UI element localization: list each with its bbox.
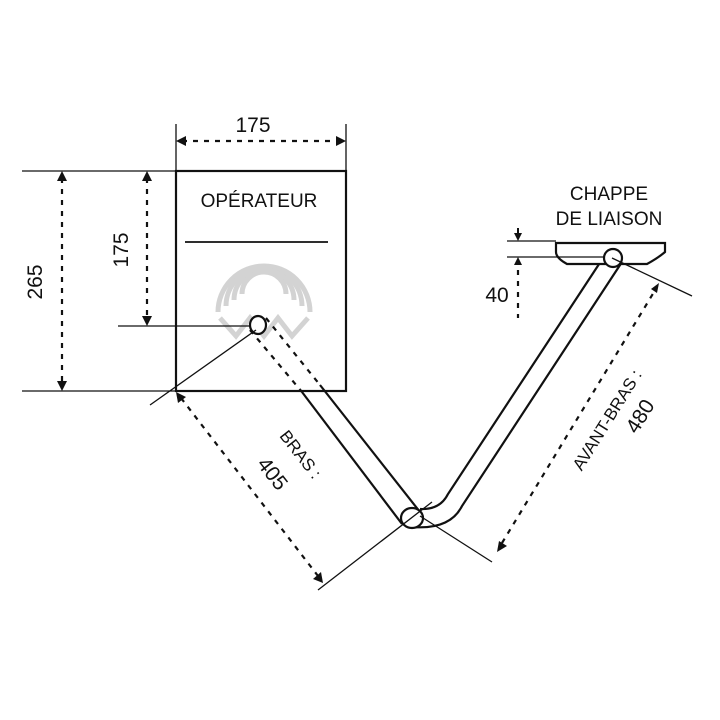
bracket (554, 241, 667, 269)
arm-hidden-edge (249, 329, 303, 393)
operator-box (174, 169, 348, 393)
arm-hidden-edge (265, 317, 321, 386)
arrow-up-icon (57, 171, 67, 181)
arrow-down-icon (142, 316, 152, 326)
arrow-up-icon (514, 257, 522, 265)
operator-pivot (248, 314, 268, 336)
arm-edge (319, 384, 421, 513)
arm-extension-end (317, 501, 433, 591)
arrow-down-icon (57, 381, 67, 391)
arrow-down-icon (514, 233, 522, 241)
forearm-edge (411, 261, 623, 529)
bracket-label-line2: DE LIAISON (556, 209, 663, 230)
operator-pivot-height-value: 175 (110, 232, 133, 267)
arrow-left-icon (176, 136, 186, 146)
arm-extension-start (149, 329, 257, 406)
arm-dimension-line (180, 397, 319, 577)
arrow-up-icon (651, 283, 659, 293)
arrow-up-icon (142, 171, 152, 181)
operator-width-value: 175 (235, 114, 270, 137)
arm (248, 314, 421, 525)
operator-total-height-value: 265 (24, 264, 47, 299)
arrow-up-icon (176, 392, 186, 403)
brand-logo-watermark (215, 263, 313, 341)
bracket-label-line1: CHAPPE (570, 184, 648, 205)
forearm-edge (419, 254, 606, 511)
bracket-offset-value: 40 (485, 284, 508, 307)
arm-edge (301, 391, 403, 525)
arm-length-value: 405 (252, 453, 292, 495)
forearm-extension-end (611, 257, 693, 297)
forearm (399, 254, 623, 530)
arrow-down-icon (497, 541, 507, 552)
forearm-dimension-line (501, 291, 655, 544)
arrow-right-icon (336, 136, 346, 146)
operator-label: OPÉRATEUR (201, 191, 318, 212)
forearm-extension-start (419, 515, 493, 563)
arrow-down-icon (313, 572, 323, 583)
